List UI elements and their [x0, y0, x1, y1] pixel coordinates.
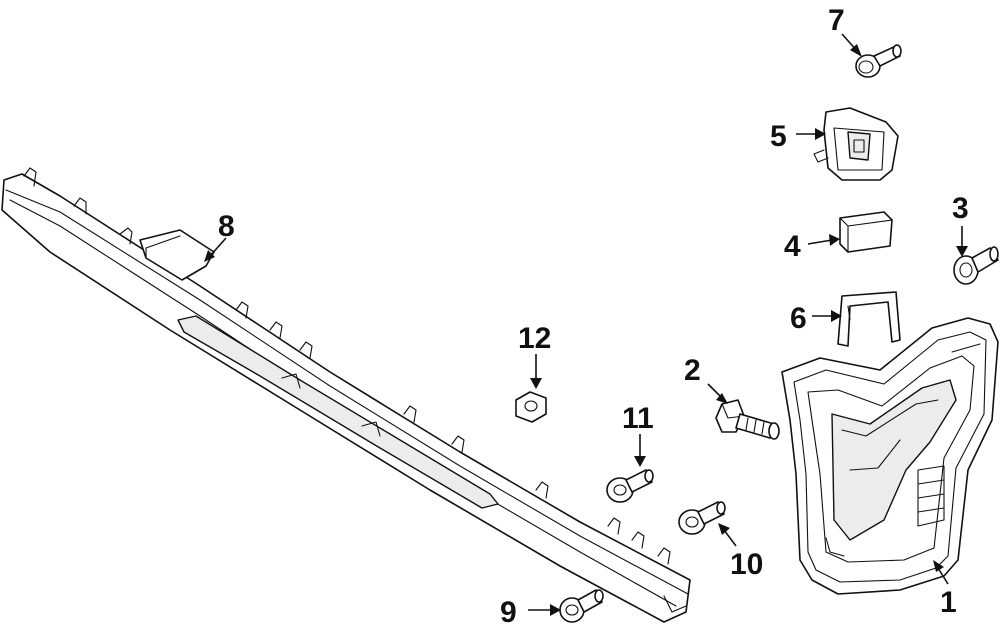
callout-5: 5 [770, 120, 787, 153]
callout-labels: 7 5 3 8 4 6 12 2 11 10 9 1 [218, 4, 969, 629]
part-5-socket [813, 107, 899, 181]
callout-11: 11 [622, 402, 654, 435]
callout-1: 1 [940, 586, 957, 619]
part-11-screw [606, 469, 654, 503]
callout-2: 2 [684, 354, 701, 387]
part-7-bolt [855, 44, 902, 78]
part-2-bolt [715, 399, 780, 440]
callout-9: 9 [500, 596, 517, 629]
part-6-clip [837, 291, 901, 347]
part-3-bolt [953, 246, 999, 285]
part-4-module [839, 211, 893, 253]
part-12-nut [515, 391, 547, 423]
callout-3: 3 [952, 192, 969, 225]
callout-8: 8 [218, 210, 235, 243]
callout-12: 12 [518, 322, 551, 355]
callout-7: 7 [828, 4, 845, 37]
callout-10: 10 [730, 548, 763, 581]
part-8-trim-bar [1, 167, 691, 623]
callout-6: 6 [790, 302, 807, 335]
part-9-screw [559, 589, 604, 623]
leader-lines [204, 33, 968, 616]
part-1-tail-lamp [781, 317, 999, 595]
part-10-screw [678, 501, 726, 535]
callout-4: 4 [784, 230, 801, 263]
